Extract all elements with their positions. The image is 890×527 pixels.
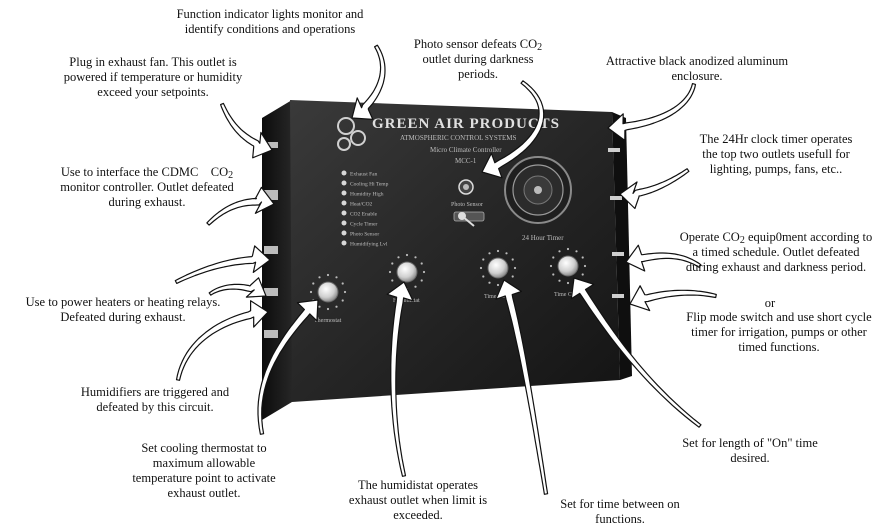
indicator-label: Cycle Timer [350,222,378,228]
indicator-label: Cooling Hi Temp [350,182,389,188]
knob-label: Time Off [484,293,506,300]
callout-exhaust-fan: Plug in exhaust fan. This outlet is powe… [63,55,243,99]
indicator-label: CO2 Enable [350,212,378,218]
control-knob [487,257,509,279]
brand-logo [337,117,366,151]
clock-timer-dial [504,156,572,224]
mode-switch [453,211,485,227]
indicator-light [341,180,347,186]
callout-clock-timer: The 24Hr clock timer operates the top tw… [699,132,853,176]
indicator-label: Exhaust Fan [350,172,378,178]
indicator-light [341,200,347,206]
control-knobs: Thermostat Humidistat Time Off Time On [309,247,587,324]
callout-humidifiers: Humidifiers are triggered and defeated b… [80,385,230,414]
brand-subtitle: ATMOSPHERIC CONTROL SYSTEMS [400,134,517,142]
brand-name: GREEN AIR PRODUCTS [372,116,560,132]
indicator-label: Humidity High [350,192,384,198]
knob-label: Time On [554,292,575,298]
timer-label: 24 Hour Timer [522,234,564,242]
indicator-light [341,230,347,236]
callout-heaters: Use to power heaters or heating relays. … [25,295,221,324]
model-line: Micro Climate Controller [430,146,502,154]
callout-operate-co2: Operate CO2 equip0ment according to a ti… [679,230,873,274]
indicator-light [341,240,347,246]
callout-photo-sensor: Photo sensor defeats CO2 outlet during d… [413,37,543,81]
control-knob [317,281,339,303]
indicator-light [341,190,347,196]
indicator-light [341,220,347,226]
control-knob [557,255,579,277]
indicator-label: Humidifying Lvl [350,241,388,248]
callout-cooling: Set cooling thermostat to maximum allowa… [132,441,276,500]
indicator-light [341,170,347,176]
callout-function-lights: Function indicator lights monitor and id… [176,7,364,36]
indicator-label: Photo Sensor [350,232,379,238]
indicator-label: Heat/CO2 [350,202,373,208]
photo-sensor-label: Photo Sensor [451,202,483,208]
callout-on-time: Set for length of "On" time desired. [682,436,818,465]
indicator-light [341,210,347,216]
knob-label: Humidistat [393,298,420,304]
callout-humidistat: The humidistat operates exhaust outlet w… [348,478,488,522]
callout-or: or [764,296,776,310]
callout-flip-mode: Flip mode switch and use short cycle tim… [686,310,872,354]
knob-label: Thermostat [314,318,342,324]
control-knob [396,261,418,283]
model-number: MCC-1 [455,157,477,165]
callout-cdmc: Use to interface the CDMC CO2 monitor co… [60,165,234,209]
callout-time-between: Set for time between on functions. [560,497,680,526]
callout-enclosure: Attractive black anodized aluminum enclo… [605,54,789,83]
